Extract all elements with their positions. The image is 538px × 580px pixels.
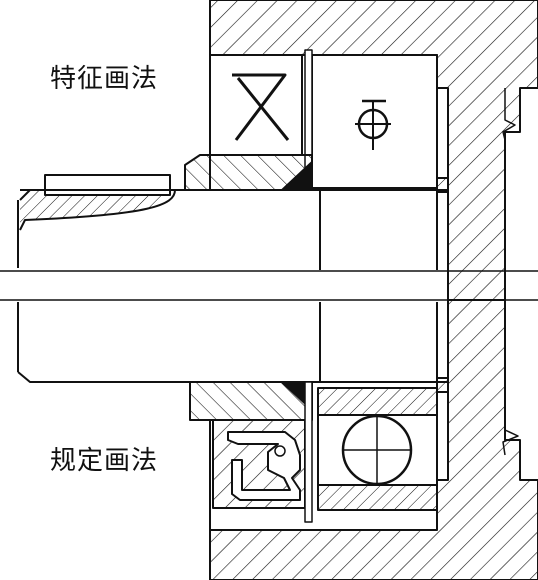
key	[44, 174, 171, 196]
label-feature-method: 特征画法	[50, 64, 159, 94]
seal-symbol	[232, 73, 290, 141]
label-specified-method: 规定画法	[50, 446, 159, 476]
shoulder-ring-upper	[436, 177, 449, 193]
bearing-box-upper	[311, 54, 438, 189]
seal-box	[209, 54, 303, 156]
break-line-upper	[502, 88, 516, 141]
break-line-lower	[502, 420, 519, 456]
retaining-ring-lower	[304, 381, 313, 523]
garter-spring	[274, 445, 286, 457]
shoulder-ring-lower	[436, 377, 449, 393]
